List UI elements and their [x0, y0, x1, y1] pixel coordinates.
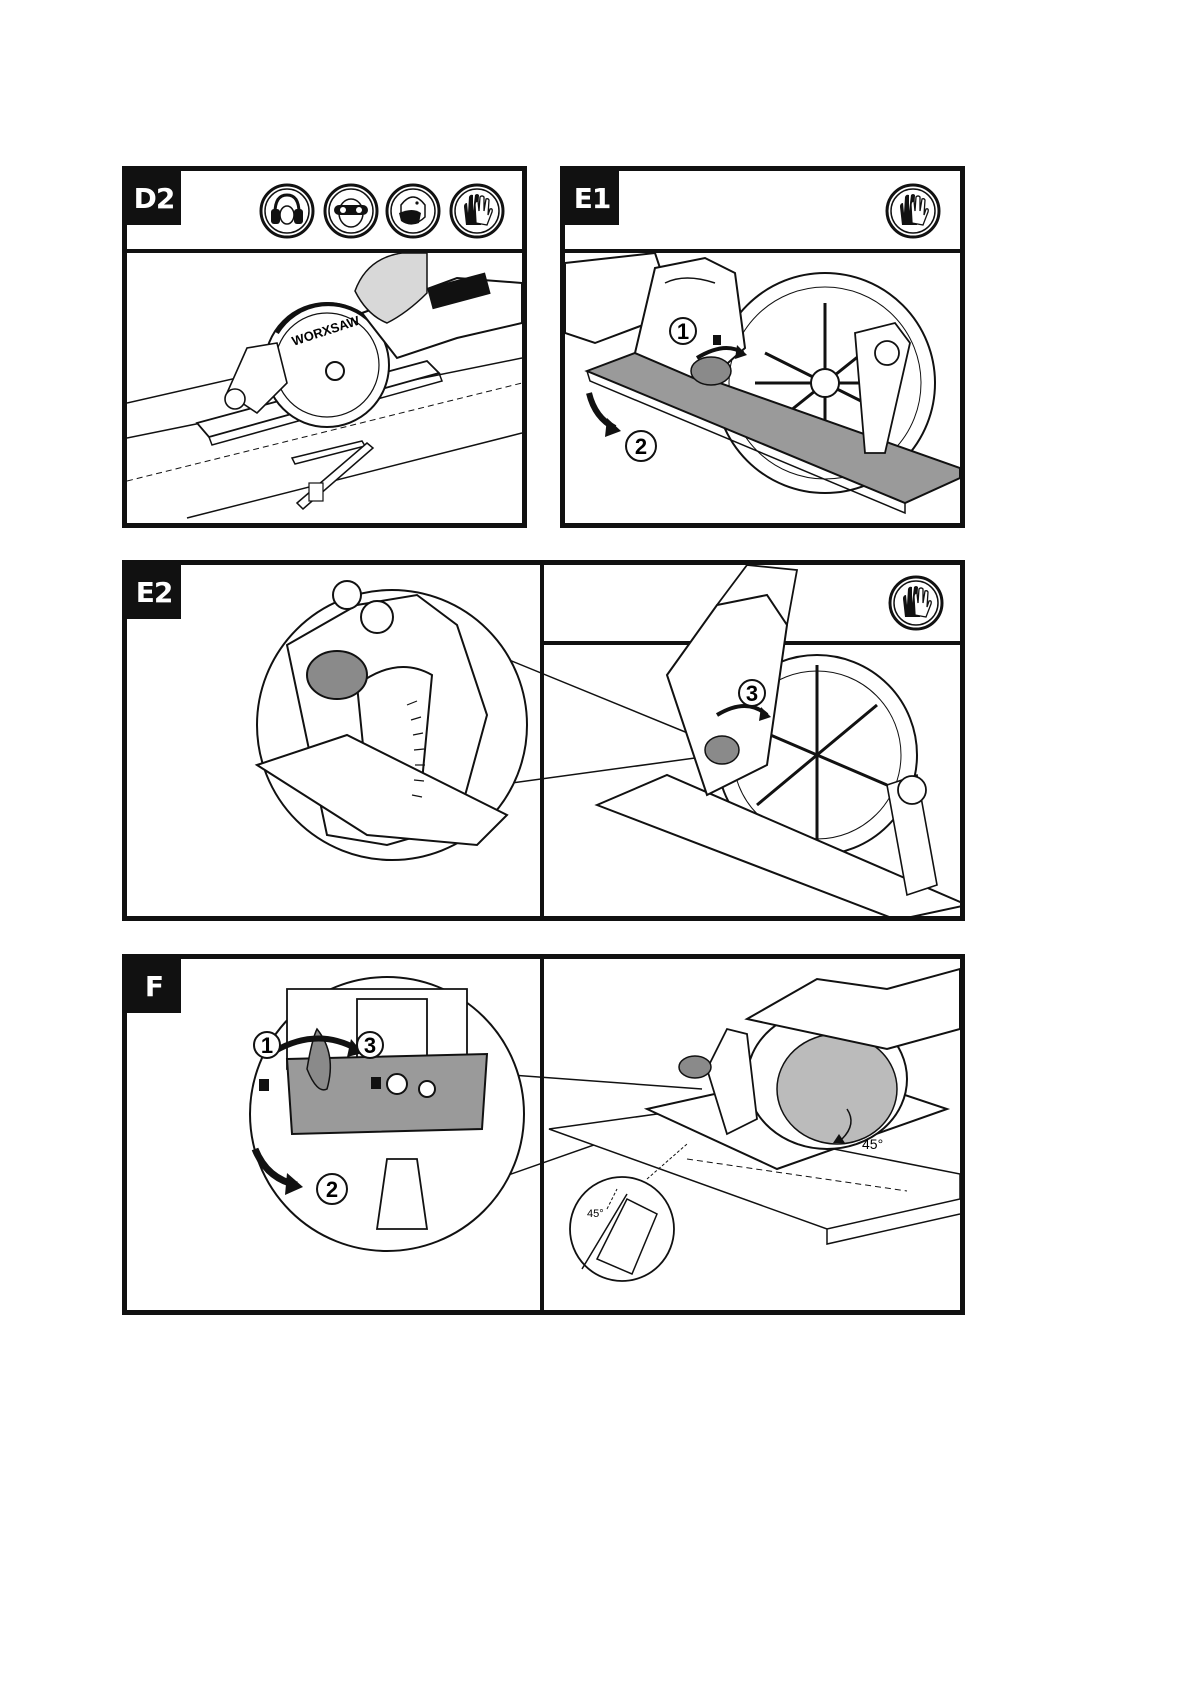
panel-d2-header: D2: [127, 171, 522, 253]
panel-e1: E1 1: [560, 166, 965, 528]
e2-step-3: 3: [746, 681, 758, 706]
eye-protection-icon: [323, 183, 379, 239]
panel-d2-illustration: WORXSAW: [127, 253, 522, 523]
panel-e2-illustration: 3: [127, 565, 960, 916]
panel-e1-illustration: 1 2: [565, 253, 960, 523]
e1-step-2: 2: [635, 434, 647, 459]
panel-d2-label: D2: [127, 171, 181, 225]
panel-e1-header: E1: [565, 171, 960, 253]
panel-e1-label: E1: [565, 171, 619, 225]
ear-protection-icon: [259, 183, 315, 239]
f-angle-main: 45°: [862, 1136, 883, 1152]
panel-f: F 1 3 2: [122, 954, 965, 1315]
gloves-icon: [885, 183, 941, 239]
gloves-icon: [449, 183, 505, 239]
f-step-2: 2: [326, 1177, 338, 1202]
f-step-3: 3: [364, 1033, 376, 1058]
panel-f-illustration: 1 3 2 45° 45°: [127, 959, 960, 1310]
panel-e2: E2: [122, 560, 965, 921]
panel-d2: D2: [122, 166, 527, 528]
f-step-1: 1: [261, 1033, 273, 1058]
f-angle-detail: 45°: [587, 1208, 604, 1220]
e1-step-1: 1: [677, 319, 689, 344]
dust-mask-icon: [385, 183, 441, 239]
